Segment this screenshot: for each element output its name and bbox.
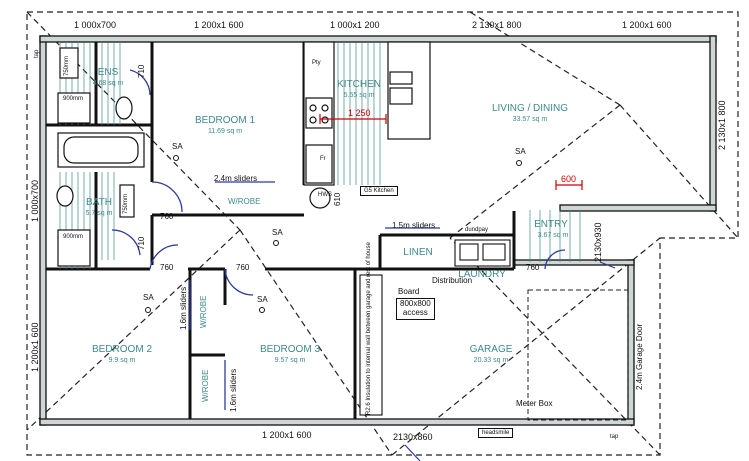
door-760-label-1: 760	[160, 212, 174, 221]
garage-door-zone	[527, 289, 629, 421]
red-markers	[319, 114, 583, 190]
insulation-note: R2.6 Insulation to internal wall between…	[366, 242, 372, 415]
distribution-label: Distribution	[432, 276, 473, 285]
door-760-label-3: 760	[236, 263, 250, 272]
board-label: Board	[398, 287, 420, 296]
room-garage-name: GARAGE	[469, 344, 513, 355]
walls	[39, 35, 717, 426]
headsmile-label: headsmile	[478, 428, 514, 438]
sa-label-2: SA	[272, 228, 283, 237]
dim-top-1: 1 000x700	[74, 20, 117, 30]
dunnies-label: dundpay	[465, 227, 489, 233]
dim-top-3: 1 000x1 200	[330, 20, 380, 30]
sliders-16-label-2: 1.6m sliders	[229, 368, 238, 412]
laundry-fixtures	[359, 239, 511, 416]
tap-label-left: tap	[34, 49, 40, 58]
room-entry-area: 3.67 sq m	[537, 232, 569, 239]
door-760-label-4: 760	[526, 263, 540, 272]
doors	[111, 69, 566, 410]
room-bedroom3-name: BEDROOM 3	[259, 344, 321, 355]
room-linen-name: LINEN	[403, 247, 433, 258]
sa-label-1: SA	[172, 142, 183, 151]
sa-label-4: SA	[143, 293, 154, 302]
room-bedroom1-name: BEDROOM 1	[194, 115, 256, 126]
dim-right-2: 2130x930	[593, 222, 603, 262]
room-laundry-name: LAUNDRY	[458, 269, 506, 280]
room-bedroom1-area: 11.69 sq m	[207, 128, 243, 135]
misc-lines	[404, 261, 616, 461]
dim-top-2: 1 200x1 600	[194, 20, 244, 30]
dim-left-2: 1 200x1 600	[30, 322, 40, 372]
room-kitchen-name: KITCHEN	[337, 79, 381, 90]
mm900-label-1: 900mm	[63, 96, 84, 102]
dim-top-4: 2 130x1 800	[472, 20, 522, 30]
door-710-label-2: 710	[137, 236, 146, 250]
bath-fixtures	[56, 47, 145, 267]
wrobe-label-1: W/ROBE	[228, 197, 261, 206]
tap-label: tap	[610, 434, 619, 440]
door-760-label-2: 760	[160, 263, 174, 272]
door-610-label: 610	[333, 192, 342, 206]
room-garage-area: 20.33 sq m	[473, 357, 509, 364]
door-710-label-1: 710	[137, 64, 146, 78]
room-bedroom2-area: 9.9 sq m	[108, 357, 136, 364]
mm750-label-1: 750mm	[64, 55, 70, 76]
meter-box-label: Meter Box	[516, 399, 553, 408]
mm900-label-2: 900mm	[63, 234, 84, 240]
wrobe-label-2: W/ROBE	[199, 295, 208, 328]
fridge-label: Fr	[320, 156, 326, 162]
kitchen-fixtures	[303, 41, 431, 209]
dim-right-1: 2 130x1 800	[717, 100, 727, 150]
room-bath-name: BATH	[86, 197, 112, 208]
room-kitchen-area: 5.55 sq m	[343, 92, 375, 99]
room-living-area: 33.57 sq m	[512, 116, 548, 123]
dim-bottom-1: 1 200x1 600	[262, 430, 312, 440]
pantry-label: Pty	[312, 60, 321, 66]
garage-door-label: 2.4m Garage Door	[635, 323, 644, 390]
room-bath-area: 5.7 sq m	[85, 210, 113, 217]
sliders-24-label: 2.4m sliders	[214, 174, 258, 183]
room-bedroom2-name: BEDROOM 2	[91, 344, 153, 355]
sa-label-5: SA	[257, 295, 268, 304]
room-ens-name: ENS	[97, 67, 119, 78]
room-living-name: LIVING / DINING	[491, 103, 569, 114]
g5-kitchen-label: G5 Kitchen	[360, 186, 398, 196]
dim-left-1: 1 000x700	[30, 179, 40, 222]
mm750-label-2: 750mm	[123, 193, 129, 214]
bench-1250-label: 1 250	[348, 108, 371, 118]
access-hatch-label: 800x800 access	[396, 298, 435, 320]
sliders-16-label-1: 1.6m sliders	[179, 286, 188, 330]
sa-label-3: SA	[515, 147, 526, 156]
sliders-15-label: 1.5m sliders	[392, 221, 436, 230]
hws-label: HWS	[318, 192, 332, 198]
dim-top-5: 1 200x1 600	[622, 20, 672, 30]
room-entry-name: ENTRY	[534, 219, 568, 230]
sa-markers	[145, 155, 522, 313]
entry-600-label: 600	[561, 174, 577, 184]
wrobe-label-3: W/ROBE	[201, 369, 210, 402]
tile-hatching	[59, 42, 581, 269]
room-ens-area: 4.68 sq m	[92, 80, 124, 87]
dim-bottom-2: 2130x860	[393, 432, 433, 442]
room-bedroom3-area: 9.57 sq m	[274, 357, 306, 364]
